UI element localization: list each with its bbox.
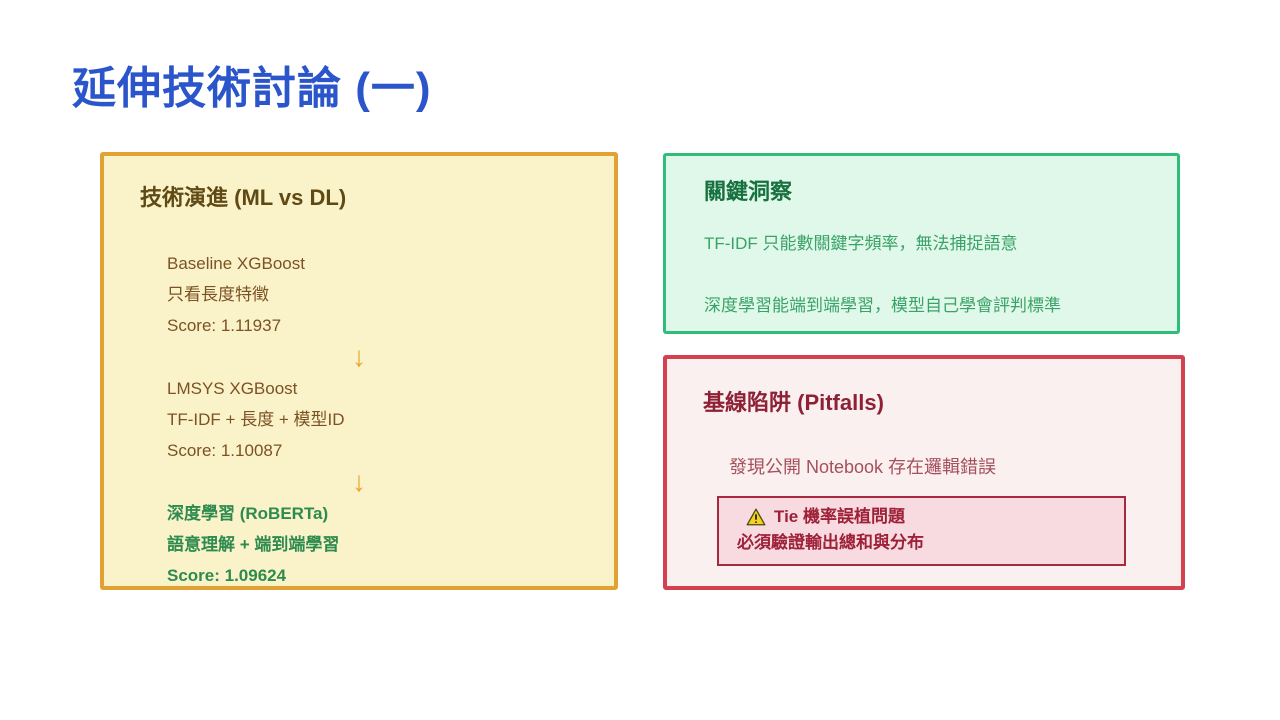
stage-name: LMSYS XGBoost xyxy=(167,379,298,398)
insights-heading: 關鍵洞察 xyxy=(704,179,793,204)
pitfalls-card: 基線陷阱 (Pitfalls) 發現公開 Notebook 存在邏輯錯誤 Tie… xyxy=(663,355,1185,590)
pitfalls-heading: 基線陷阱 (Pitfalls) xyxy=(703,390,884,415)
stage-score: Score: 1.10087 xyxy=(167,441,283,460)
evolution-stages: Baseline XGBoost 只看長度特徵 Score: 1.11937 ↓… xyxy=(167,248,582,591)
stage-desc: 只看長度特徵 xyxy=(167,285,269,304)
warning-title-row: Tie 機率誤植問題 xyxy=(737,504,1110,530)
warning-detail: 必須驗證輸出總和與分布 xyxy=(737,533,924,552)
pitfalls-intro: 發現公開 Notebook 存在邏輯錯誤 xyxy=(729,457,997,477)
stage-desc: TF-IDF + 長度 + 模型ID xyxy=(167,410,345,429)
stage-baseline-xgboost: Baseline XGBoost 只看長度特徵 Score: 1.11937 xyxy=(167,248,582,341)
stage-score: Score: 1.09624 xyxy=(167,566,287,585)
stage-deep-learning-roberta: 深度學習 (RoBERTa) 語意理解 + 端到端學習 Score: 1.096… xyxy=(167,498,582,591)
down-arrow-icon: ↓ xyxy=(352,466,366,497)
insight-line: TF-IDF 只能數關鍵字頻率，無法捕捉語意 xyxy=(704,234,1018,253)
evolution-heading: 技術演進 (ML vs DL) xyxy=(140,185,347,210)
warning-title: Tie 機率誤植問題 xyxy=(774,507,905,526)
stage-name: Baseline XGBoost xyxy=(167,254,305,273)
insight-line: 深度學習能端到端學習，模型自己學會評判標準 xyxy=(704,296,1061,315)
evolution-card: 技術演進 (ML vs DL) Baseline XGBoost 只看長度特徵 … xyxy=(100,152,618,590)
warning-icon xyxy=(746,508,766,526)
stage-name: 深度學習 (RoBERTa) xyxy=(167,504,329,523)
stage-score: Score: 1.11937 xyxy=(167,316,282,335)
down-arrow-icon: ↓ xyxy=(352,341,366,372)
insights-card: 關鍵洞察 TF-IDF 只能數關鍵字頻率，無法捕捉語意 深度學習能端到端學習，模… xyxy=(663,153,1180,334)
slide-title: 延伸技術討論 (一) xyxy=(72,64,432,113)
stage-lmsys-xgboost: LMSYS XGBoost TF-IDF + 長度 + 模型ID Score: … xyxy=(167,373,582,466)
stage-desc: 語意理解 + 端到端學習 xyxy=(167,535,340,554)
warning-box: Tie 機率誤植問題 必須驗證輸出總和與分布 xyxy=(717,496,1126,566)
